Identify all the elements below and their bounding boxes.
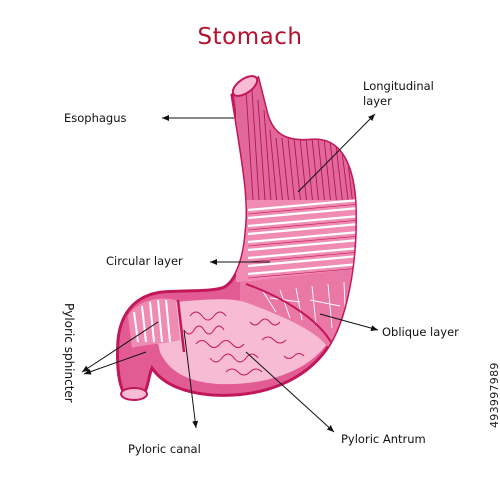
label-pyloric-sphincter: Pyloric sphincter xyxy=(62,303,76,403)
label-circular-layer: Circular layer xyxy=(106,254,183,268)
label-pyloric-canal: Pyloric canal xyxy=(128,442,201,456)
rugae-folds xyxy=(183,311,305,376)
leader-sphincter-2 xyxy=(83,351,147,375)
label-longitudinal-line2: layer xyxy=(363,94,392,108)
pyloric-sphincter-region xyxy=(128,298,186,353)
leader-longitudinal xyxy=(297,113,376,193)
label-esophagus: Esophagus xyxy=(64,111,127,125)
circular-layer xyxy=(236,198,356,284)
oblique-layer xyxy=(240,268,356,360)
leader-sphincter-1 xyxy=(81,321,159,373)
leader-pyloric-antrum xyxy=(245,351,335,433)
diagram-title: Stomach xyxy=(197,24,303,50)
esophagus-opening xyxy=(231,75,259,97)
leader-lines xyxy=(81,113,379,433)
stock-image-id: 493997989 xyxy=(488,362,500,428)
label-oblique-layer: Oblique layer xyxy=(382,325,459,339)
inner-lining xyxy=(157,299,326,385)
longitudinal-layer xyxy=(236,78,356,218)
label-longitudinal-line1: Longitudinal xyxy=(363,79,434,93)
leader-oblique xyxy=(319,313,379,332)
leader-pyloric-canal xyxy=(183,329,199,429)
label-pyloric-antrum: Pyloric Antrum xyxy=(341,432,426,446)
duodenum-opening xyxy=(120,387,148,401)
